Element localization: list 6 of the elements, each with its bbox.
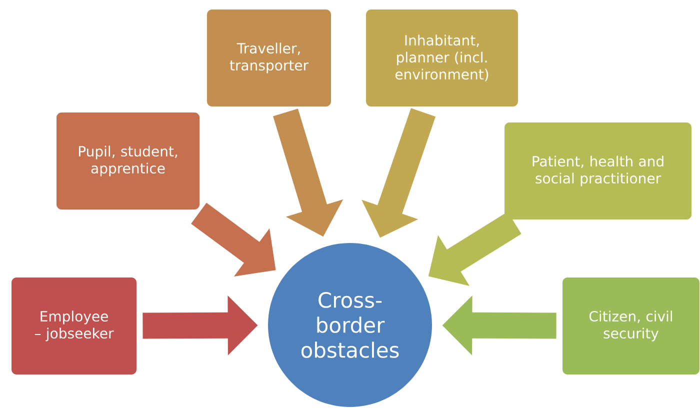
role-box: Employee – jobseeker bbox=[12, 278, 136, 374]
role-box: Traveller, transporter bbox=[207, 10, 331, 106]
role-box: Citizen, civil security bbox=[562, 278, 700, 374]
role-box: Patient, health and social practitioner bbox=[504, 122, 692, 220]
role-box: Pupil, student, apprentice bbox=[56, 112, 200, 210]
role-box: Inhabitant, planner (incl. environment) bbox=[366, 10, 518, 106]
